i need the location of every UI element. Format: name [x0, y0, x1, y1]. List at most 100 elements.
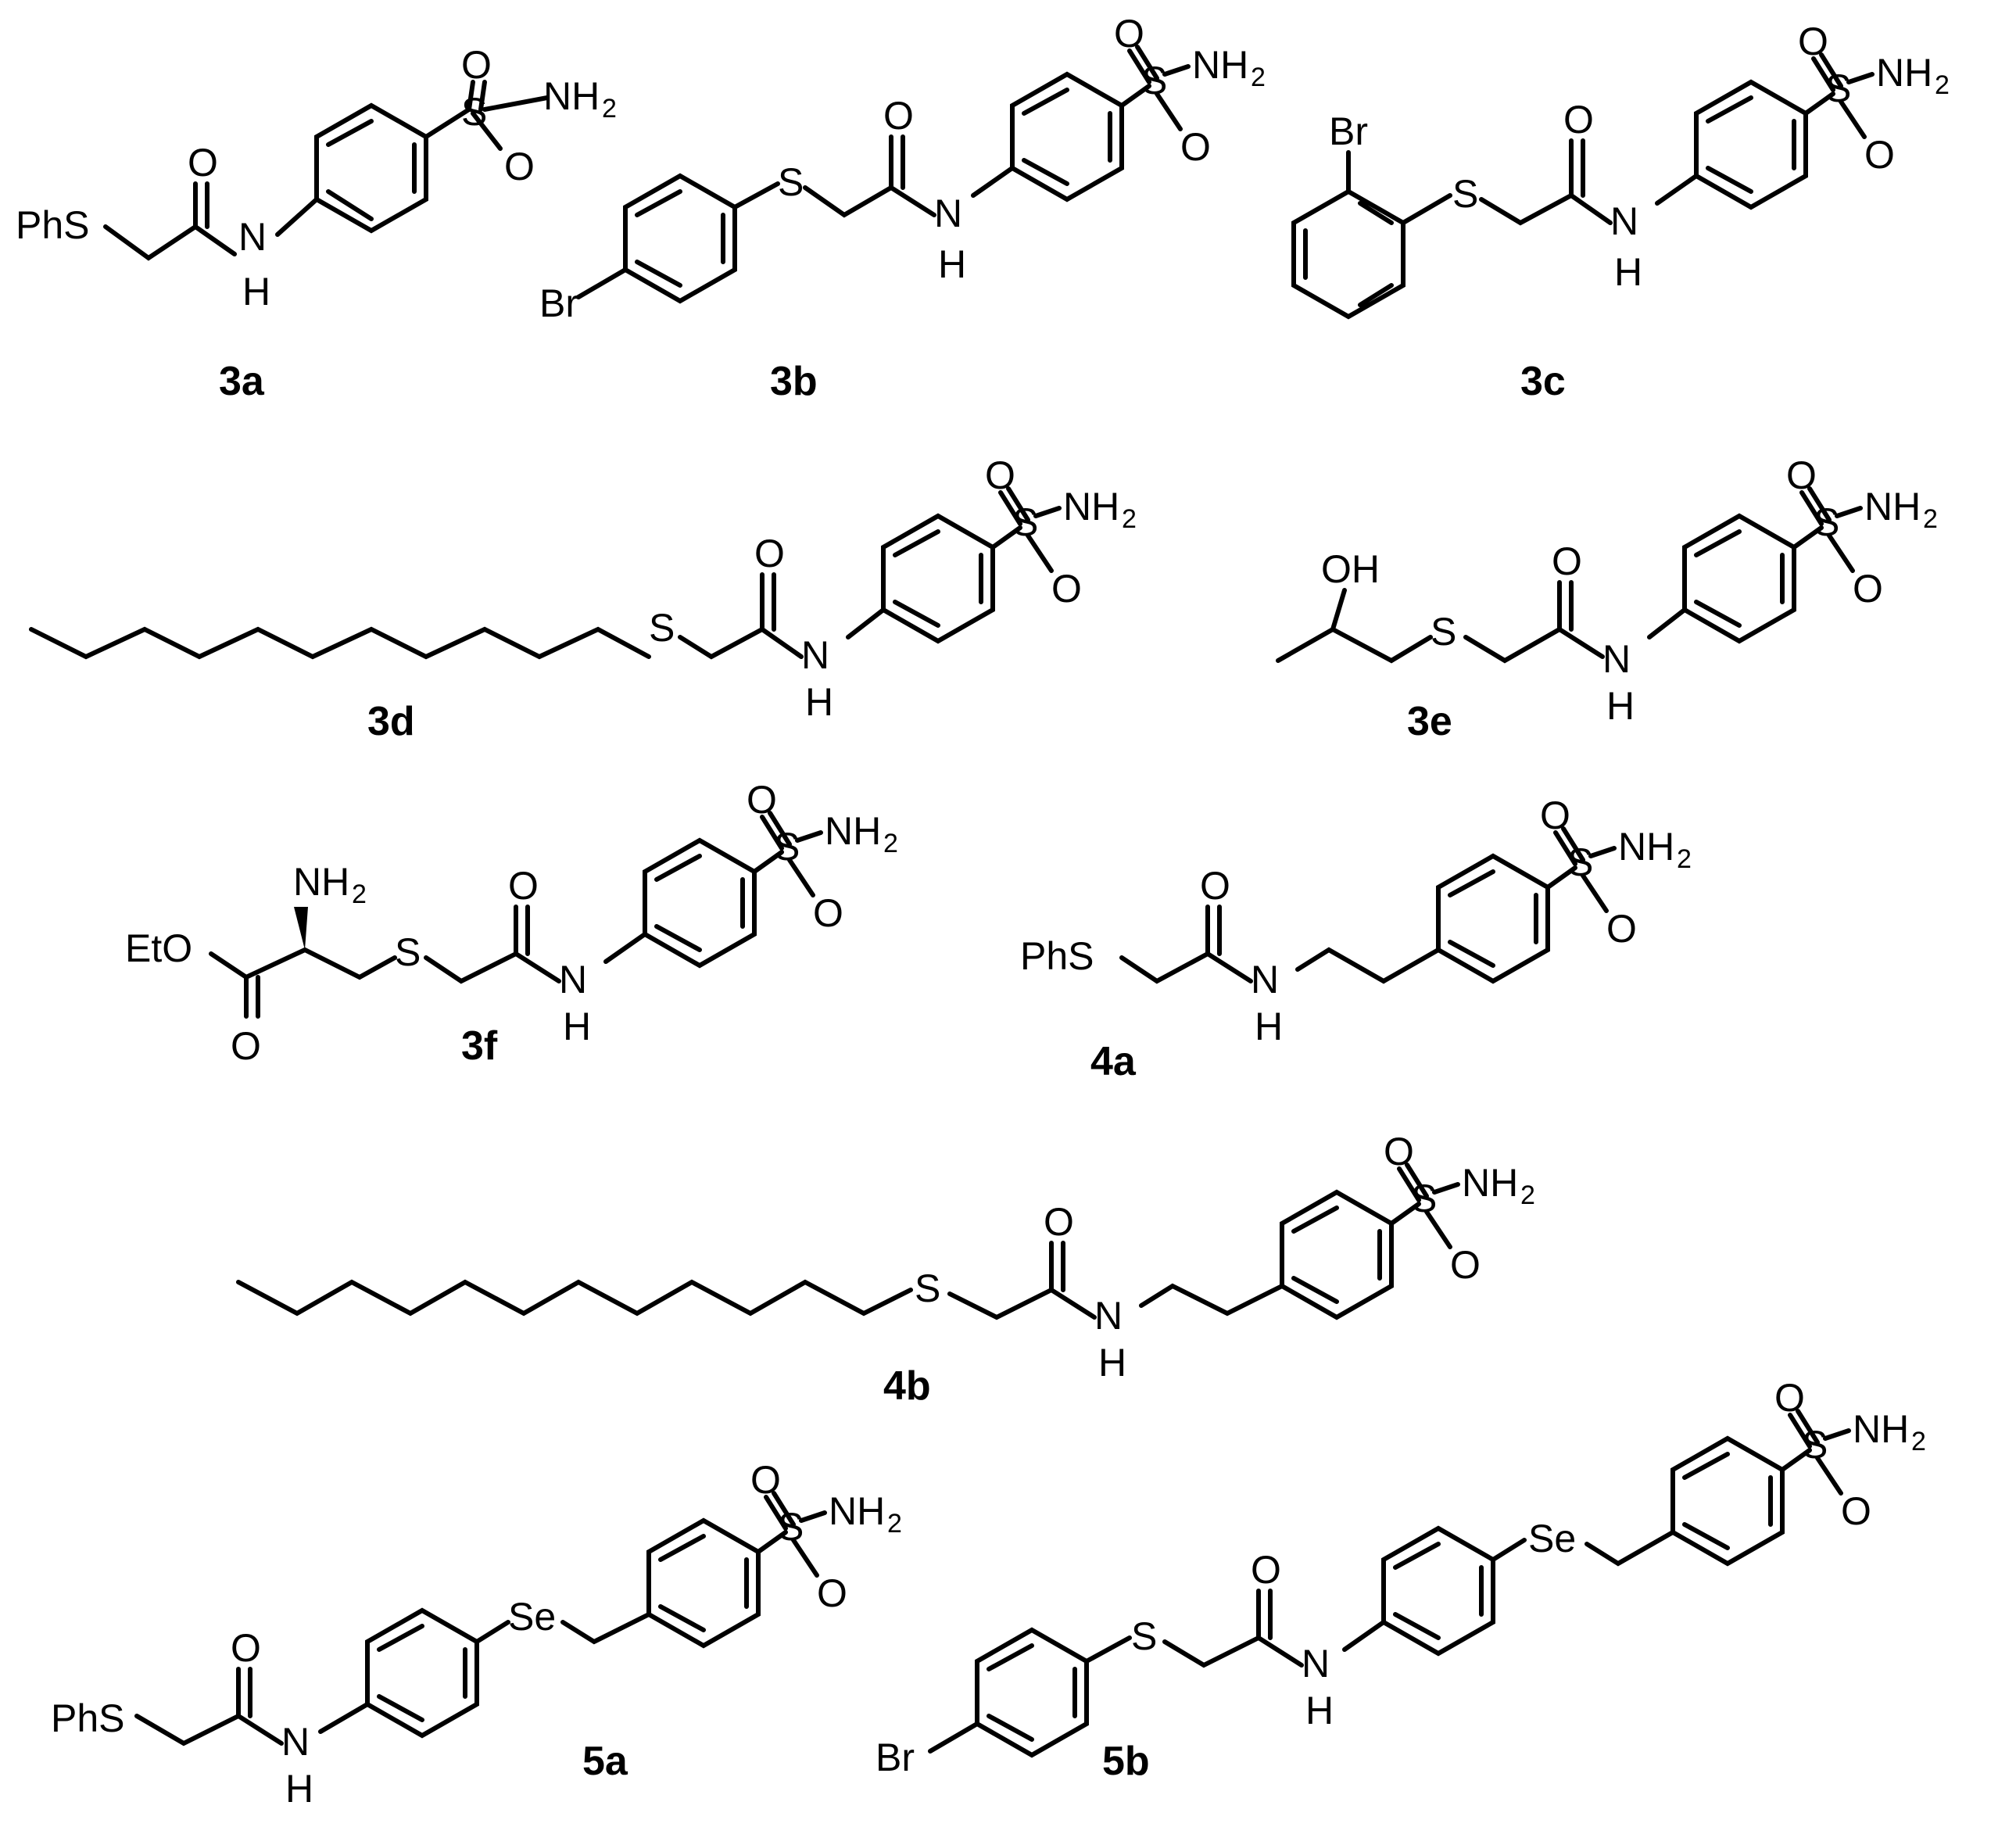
- oxygen-label: O: [1864, 133, 1895, 177]
- hydroxyl-label: OH: [1321, 547, 1380, 591]
- compound-3d: S O N H O S O NH 2 3d: [29, 453, 1137, 744]
- subscript-2: 2: [352, 879, 367, 909]
- oxygen-label: O: [1798, 20, 1828, 63]
- sulfur-label: S: [1452, 172, 1478, 216]
- wedge-bond: [294, 907, 308, 950]
- nitrogen-label: N: [238, 215, 267, 259]
- sulfur-label: S: [1567, 840, 1593, 884]
- sulfur-label: S: [1012, 500, 1038, 544]
- oxygen-label: O: [231, 1626, 261, 1670]
- sulfur-label: S: [778, 160, 804, 204]
- sulfur-label: S: [649, 606, 675, 650]
- compound-id-5a: 5a: [582, 1739, 628, 1784]
- subscript-2: 2: [1911, 1427, 1926, 1456]
- nitrogen-label: N: [1251, 958, 1279, 1001]
- bromine-label: Br: [1329, 109, 1368, 153]
- compound-id-3d: 3d: [367, 699, 415, 744]
- oxygen-label: O: [1552, 539, 1582, 583]
- oxygen-label: O: [747, 778, 777, 822]
- hydrogen-label: H: [805, 680, 833, 724]
- hydrogen-label: H: [1255, 1005, 1283, 1048]
- selenium-label: Se: [508, 1595, 556, 1639]
- nh-label: NH: [1192, 43, 1248, 87]
- nh-label: NH: [1063, 485, 1119, 528]
- oxygen-label: O: [1563, 98, 1594, 142]
- hydrogen-label: H: [1606, 684, 1635, 728]
- oxygen-label: O: [504, 145, 535, 188]
- nitrogen-label: N: [281, 1720, 310, 1764]
- oxygen-label: O: [188, 141, 218, 184]
- oxygen-label: O: [1044, 1200, 1074, 1244]
- subscript-2: 2: [1520, 1180, 1535, 1210]
- compound-id-3b: 3b: [770, 359, 818, 404]
- bromine-label: Br: [876, 1736, 915, 1779]
- subscript-2: 2: [1122, 504, 1137, 534]
- nitrogen-label: N: [1094, 1294, 1123, 1338]
- bromine-label: Br: [539, 281, 578, 325]
- oxygen-label: O: [1384, 1130, 1414, 1173]
- nitrogen-label: N: [1302, 1642, 1330, 1685]
- compound-id-3a: 3a: [219, 359, 265, 404]
- oxygen-label: O: [1786, 453, 1817, 497]
- nh-label: NH: [825, 809, 881, 853]
- compound-5a: PhS O N H Se O S O NH 2 5a: [51, 1458, 902, 1811]
- phs-label: PhS: [1020, 934, 1094, 978]
- hydrogen-label: H: [242, 270, 270, 313]
- oxygen-label: O: [883, 94, 914, 138]
- oxygen-label: O: [1051, 567, 1082, 611]
- oxygen-label: O: [1251, 1548, 1281, 1592]
- subscript-2: 2: [602, 94, 617, 124]
- hydrogen-label: H: [285, 1767, 313, 1811]
- selenium-label: Se: [1528, 1517, 1576, 1560]
- oxygen-label: O: [1200, 864, 1230, 908]
- oxygen-label: O: [1180, 125, 1211, 169]
- nh-label: NH: [1462, 1161, 1518, 1205]
- compound-3c: Br S O N H O S O NH 2 3c: [1291, 20, 1950, 404]
- nh-label: NH: [1876, 51, 1932, 95]
- nitrogen-label: N: [801, 633, 829, 677]
- oxygen-label: O: [754, 532, 785, 575]
- subscript-2: 2: [1935, 70, 1950, 100]
- compound-id-3f: 3f: [461, 1023, 498, 1069]
- ethoxy-label: EtO: [125, 926, 192, 970]
- nh-label: NH: [829, 1489, 885, 1533]
- oxygen-label: O: [817, 1571, 847, 1615]
- sulfur-label: S: [774, 825, 800, 869]
- oxygen-label: O: [1540, 793, 1570, 837]
- compound-id-3c: 3c: [1520, 359, 1566, 404]
- compound-3e: OH S O N H O S O NH 2 3e: [1276, 453, 1938, 744]
- subscript-2: 2: [1677, 844, 1692, 874]
- compound-4a: PhS O N H O S O NH 2 4a: [1020, 793, 1692, 1084]
- compound-id-5b: 5b: [1102, 1739, 1150, 1784]
- nitrogen-label: N: [934, 192, 962, 235]
- sulfur-label: S: [461, 90, 487, 134]
- sulfur-label: S: [1802, 1423, 1828, 1467]
- compound-3f: NH 2 EtO O S O N H O S O NH 2 3f: [125, 778, 898, 1069]
- nh-label: NH: [543, 74, 600, 118]
- sulfur-label: S: [1141, 59, 1167, 102]
- sulfur-label: S: [1431, 610, 1456, 654]
- subscript-2: 2: [1923, 504, 1938, 534]
- nh-label: NH: [1864, 485, 1921, 528]
- sulfur-label: S: [1825, 66, 1851, 110]
- compound-id-3e: 3e: [1407, 699, 1452, 744]
- phs-label: PhS: [51, 1696, 125, 1740]
- nitrogen-label: N: [1602, 637, 1631, 681]
- sulfur-label: S: [915, 1266, 940, 1310]
- nh-label: NH: [1853, 1407, 1909, 1451]
- oxygen-label: O: [508, 864, 539, 908]
- compound-id-4b: 4b: [883, 1363, 931, 1409]
- hydrogen-label: H: [1305, 1689, 1334, 1732]
- hydrogen-label: H: [563, 1005, 591, 1048]
- hydrogen-label: H: [938, 242, 966, 286]
- hydrogen-label: H: [1614, 250, 1642, 294]
- sulfur-label: S: [1131, 1614, 1157, 1658]
- compound-4b: S O N H O S O NH 2 4b: [236, 1130, 1535, 1409]
- nitrogen-label: N: [1610, 199, 1638, 243]
- subscript-2: 2: [1251, 63, 1266, 92]
- phs-label: PhS: [16, 203, 90, 247]
- compound-id-4a: 4a: [1090, 1039, 1137, 1084]
- subscript-2: 2: [887, 1509, 902, 1539]
- amine-label: NH: [293, 860, 349, 904]
- compound-5b: Br S O N H Se O S O NH 2 5b: [876, 1376, 1926, 1784]
